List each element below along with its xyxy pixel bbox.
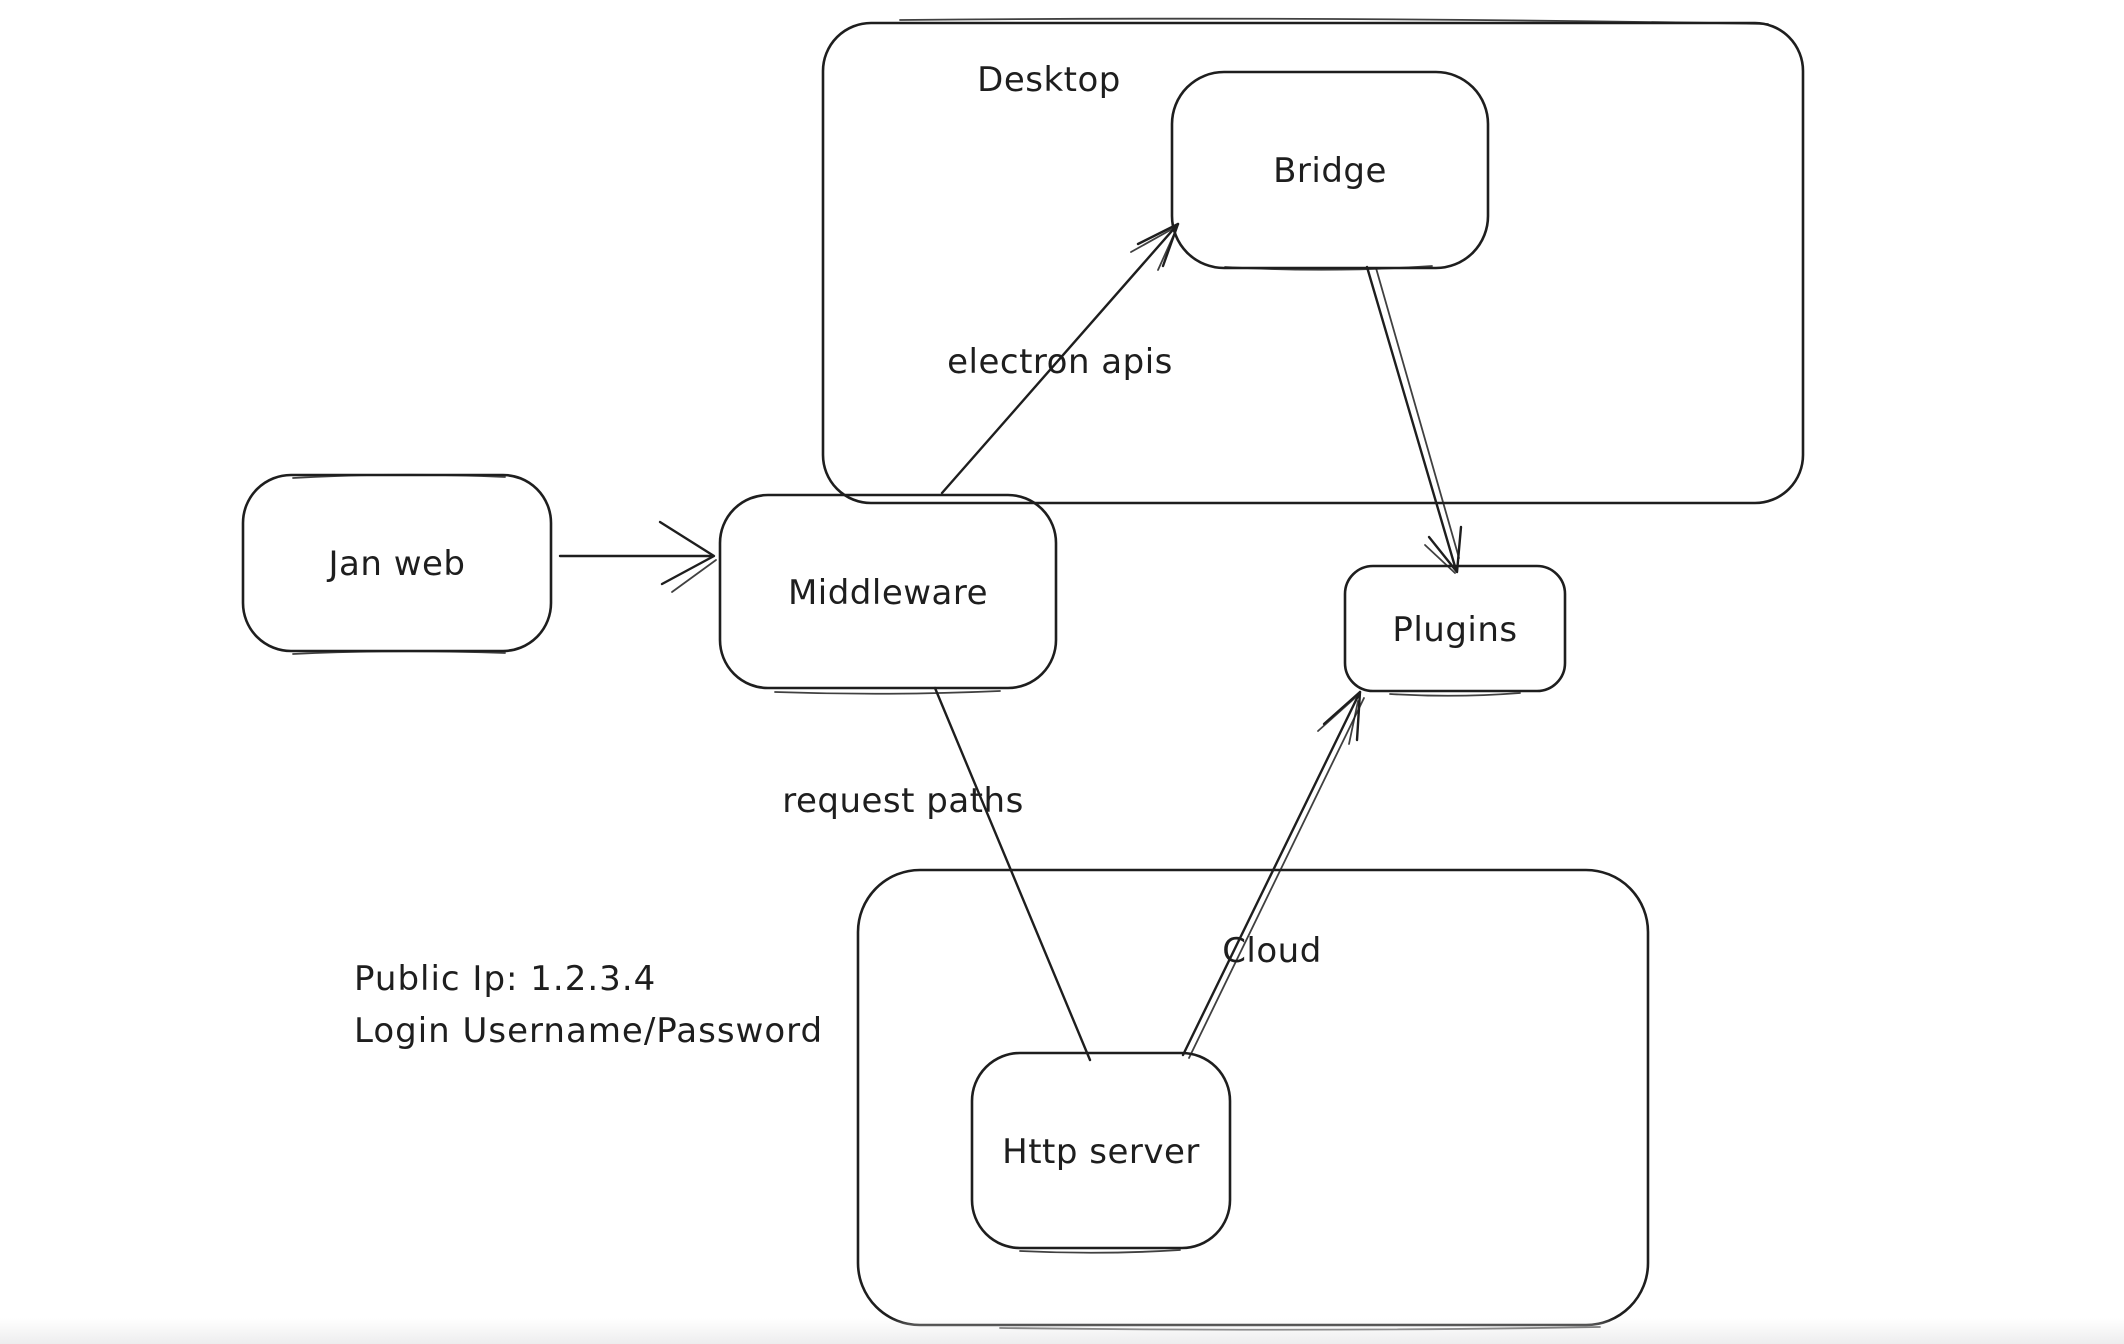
edge-bridge-plugins-arrowhead xyxy=(1427,525,1463,574)
plugins-bottom-overstroke xyxy=(1389,692,1521,697)
desktop-container-label: Desktop xyxy=(977,60,1121,100)
edge-httpserver-plugins-line xyxy=(1181,690,1362,1057)
bridge-bottom-overstroke xyxy=(1224,265,1433,271)
plugins-node-box[interactable] xyxy=(1343,564,1567,693)
jan-web-node[interactable]: Jan web xyxy=(241,473,553,653)
edge-bridge-plugins-line-overstroke xyxy=(1375,267,1460,559)
edge-httpserver-plugins-line-overstroke xyxy=(1188,697,1365,1059)
credentials-annotation[interactable]: Public Ip: 1.2.3.4 Login Username/Passwo… xyxy=(354,959,823,1051)
edge-middleware-to-httpserver[interactable] xyxy=(933,686,1092,1062)
edge-middleware-httpserver-line xyxy=(933,686,1092,1062)
httpserver-bottom-overstroke xyxy=(1019,1249,1181,1254)
edge-middleware-bridge-arrowhead xyxy=(1136,222,1180,268)
plugins-node-label: Plugins xyxy=(1392,610,1517,650)
edge-janweb-to-middleware[interactable] xyxy=(558,520,717,593)
middleware-node-box[interactable] xyxy=(718,493,1058,690)
http-server-node-label: Http server xyxy=(1002,1132,1200,1172)
edge-httpserver-plugins-arrowhead-overstroke xyxy=(1317,696,1359,745)
cloud-container[interactable]: Cloud xyxy=(856,868,1650,1327)
cloud-container-label: Cloud xyxy=(1222,931,1322,971)
bridge-node-label: Bridge xyxy=(1273,151,1387,191)
http-server-node-box[interactable] xyxy=(970,1051,1232,1250)
edge-bridge-plugins-arrowhead-overstroke xyxy=(1424,544,1456,574)
cloud-bottom-overstroke xyxy=(999,1326,1601,1331)
edge-middleware-bridge-line xyxy=(940,222,1180,495)
edge-httpserver-to-plugins[interactable] xyxy=(1181,690,1365,1059)
middleware-node-label: Middleware xyxy=(788,573,988,613)
edge-middleware-to-bridge[interactable] xyxy=(940,222,1180,495)
http-server-node[interactable]: Http server xyxy=(970,1051,1232,1250)
middleware-node[interactable]: Middleware xyxy=(718,493,1058,690)
jan-web-node-label: Jan web xyxy=(326,544,465,584)
middleware-bottom-overstroke xyxy=(774,690,1001,695)
public-ip-annotation-line: Public Ip: 1.2.3.4 xyxy=(354,959,656,999)
janweb-bottom-overstroke xyxy=(292,650,506,655)
login-annotation-line: Login Username/Password xyxy=(354,1011,823,1051)
edge-middleware-bridge-arrowhead-overstroke xyxy=(1130,227,1177,271)
bridge-node-box[interactable] xyxy=(1170,70,1490,270)
edge-httpserver-plugins-arrowhead xyxy=(1322,690,1362,742)
desktop-container[interactable]: Desktop xyxy=(821,21,1805,505)
edge-janweb-middleware-arrowhead xyxy=(658,520,716,586)
request-paths-edge-label[interactable]: request paths xyxy=(782,781,1024,821)
bridge-node[interactable]: Bridge xyxy=(1170,70,1490,270)
edge-bridge-plugins-line xyxy=(1365,265,1458,572)
edge-bridge-to-plugins[interactable] xyxy=(1365,265,1463,574)
desktop-container-box[interactable] xyxy=(821,21,1805,505)
electron-apis-edge-label[interactable]: electron apis xyxy=(947,342,1173,382)
desktop-top-overstroke xyxy=(899,17,1769,25)
janweb-top-overstroke xyxy=(292,473,506,479)
edge-janweb-middleware-arrowhead-overstroke xyxy=(671,559,717,593)
plugins-node[interactable]: Plugins xyxy=(1343,564,1567,693)
